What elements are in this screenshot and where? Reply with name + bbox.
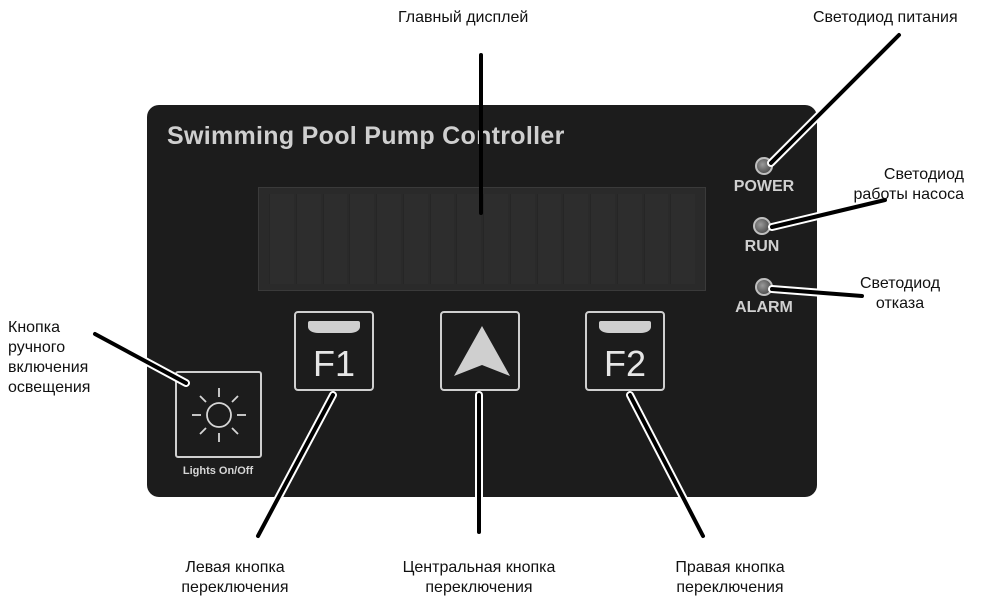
f2-callout-line (628, 393, 705, 538)
lights-button[interactable] (175, 371, 262, 458)
center-button-callout: Центральная кнопка переключения (402, 559, 556, 596)
alarm-led-label: ALARM (735, 299, 793, 316)
f1-button[interactable]: F1 (294, 311, 374, 391)
alarm-led-callout: Светодиод отказа (859, 275, 941, 312)
f1-label: F1 (312, 343, 355, 384)
power-led-callout: Светодиод питания (813, 9, 958, 26)
run-led-group: RUN (722, 217, 802, 256)
display-segments (269, 194, 695, 284)
lights-button-label: Lights On/Off (182, 465, 254, 477)
run-led-label: RUN (744, 238, 780, 255)
run-led-callout: Светодиод работы насоса (853, 166, 965, 203)
alarm-callout-line (770, 287, 864, 298)
left-button-callout: Левая кнопка переключения (181, 559, 289, 596)
up-arrow-button[interactable] (440, 311, 520, 391)
f2-indicator-bar (599, 321, 651, 333)
f2-button[interactable]: F2 (585, 311, 665, 391)
panel-title: Swimming Pool Pump Controller (167, 122, 565, 150)
main-display-callout: Главный дисплей (398, 9, 529, 26)
power-callout-line (769, 33, 901, 165)
alarm-led-group: ALARM (724, 278, 804, 317)
up-arrow-icon (454, 326, 510, 376)
main-display (258, 187, 706, 291)
run-callout-line (770, 198, 887, 229)
f2-label: F2 (603, 343, 646, 384)
f1-indicator-bar (308, 321, 360, 333)
power-led-label: POWER (733, 178, 795, 195)
lights-button-callout: Кнопка ручного включения освещения (8, 319, 91, 396)
f1-callout-line (256, 393, 335, 538)
sun-icon (192, 388, 246, 442)
lights-callout-line (93, 332, 188, 385)
right-button-callout: Правая кнопка переключения (675, 559, 785, 596)
